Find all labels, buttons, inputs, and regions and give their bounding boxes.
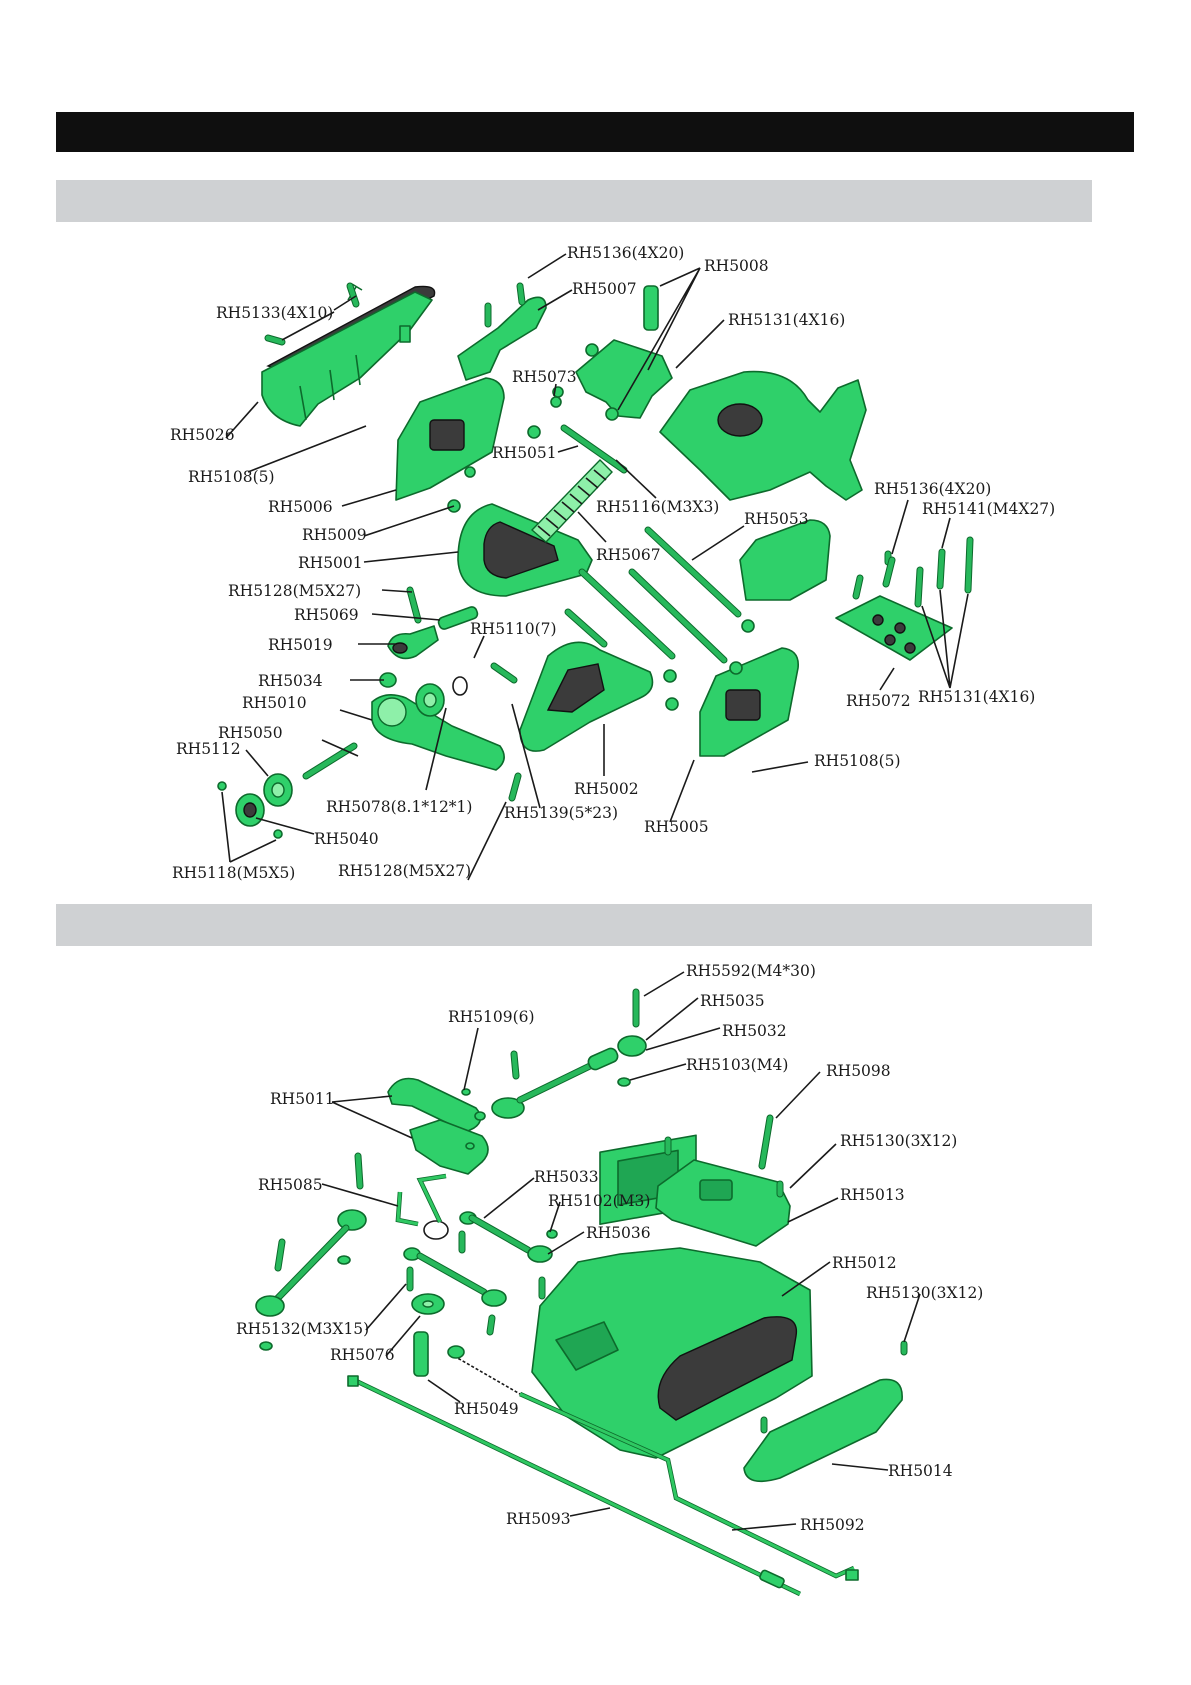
label: RH5093 <box>506 1510 571 1528</box>
part-rh5011-b <box>409 1119 489 1175</box>
label: RH5116(M3X3) <box>596 498 719 516</box>
label: RH5130(3X12) <box>866 1284 983 1302</box>
part-rh5049 <box>413 1331 429 1377</box>
label: RH5051 <box>492 444 557 462</box>
label: RH5110(7) <box>470 620 557 638</box>
screws-diagram1 <box>217 282 974 839</box>
label: RH5085 <box>258 1176 323 1194</box>
part-rh5013 <box>655 1159 791 1247</box>
label: RH5072 <box>846 692 911 710</box>
part-labels-diagram1: RH5136(4X20) RH5008 RH5007 RH5133(4X10) … <box>170 244 1055 882</box>
part-rh5067-spring <box>530 459 613 543</box>
label: RH5092 <box>800 1516 865 1534</box>
label: RH5109(6) <box>448 1008 535 1026</box>
part-rh5072 <box>835 595 953 661</box>
part-rh5014 <box>743 1378 903 1483</box>
screws-diagram2 <box>259 988 908 1434</box>
section-bar-front-suspension <box>56 180 1092 222</box>
label: RH5102(M3) <box>548 1192 650 1210</box>
label: RH5010 <box>242 694 307 712</box>
part-rh5076 <box>411 1293 445 1315</box>
label: RH5136(4X20) <box>874 480 991 498</box>
label: RH5132(M3X15) <box>236 1320 369 1338</box>
label: RH5001 <box>298 554 363 572</box>
label: RH5032 <box>722 1022 787 1040</box>
label: RH5108(5) <box>814 752 901 770</box>
label: RH5034 <box>258 672 323 690</box>
label: RH5128(M5X27) <box>228 582 361 600</box>
label: RH5108(5) <box>188 468 275 486</box>
section-bar-radio-tray <box>56 904 1092 946</box>
label: RH5011 <box>270 1090 335 1108</box>
label: RH5005 <box>644 818 709 836</box>
label: RH5013 <box>840 1186 905 1204</box>
label: RH5035 <box>700 992 765 1010</box>
label: RH5008 <box>704 257 769 275</box>
label: RH5139(5*23) <box>504 804 618 822</box>
header-bar <box>56 112 1134 152</box>
label: RH5069 <box>294 606 359 624</box>
label: RH5131(4X16) <box>728 311 845 329</box>
part-labels-diagram2: RH5592(M4*30) RH5035 RH5109(6) RH5032 RH… <box>236 962 983 1534</box>
part-rh5011-a <box>387 1077 482 1133</box>
label: RH5009 <box>302 526 367 544</box>
label: RH5002 <box>574 780 639 798</box>
label: RH5019 <box>268 636 333 654</box>
label: RH5012 <box>832 1254 897 1272</box>
label: RH5049 <box>454 1400 519 1418</box>
label: RH5136(4X20) <box>567 244 684 262</box>
label: RH5073 <box>512 368 577 386</box>
label: RH5130(3X12) <box>840 1132 957 1150</box>
label: RH5141(M4X27) <box>922 500 1055 518</box>
label: RH5103(M4) <box>686 1056 788 1074</box>
label: RH5053 <box>744 510 809 528</box>
part-rh5007 <box>457 296 547 381</box>
label: RH5133(4X10) <box>216 304 333 322</box>
label: RH5118(M5X5) <box>172 864 295 882</box>
part-rh5012 <box>531 1247 813 1459</box>
label: RH5036 <box>586 1224 651 1242</box>
label: RH5006 <box>268 498 333 516</box>
label: RH5014 <box>888 1462 953 1480</box>
label: RH5040 <box>314 830 379 848</box>
label: RH5067 <box>596 546 661 564</box>
label: RH5592(M4*30) <box>686 962 816 980</box>
part-rh5019 <box>387 625 439 660</box>
part-rh5093-rh5092 <box>347 1355 859 1597</box>
label: RH5076 <box>330 1346 395 1364</box>
label: RH5098 <box>826 1062 891 1080</box>
label: RH5007 <box>572 280 637 298</box>
label: RH5078(8.1*12*1) <box>326 798 472 816</box>
part-rh5131-housing <box>659 370 867 501</box>
label: RH5026 <box>170 426 235 444</box>
leader-lines-diagram1 <box>221 253 969 881</box>
label: RH5128(M5X27) <box>338 862 471 880</box>
label: RH5112 <box>176 740 241 758</box>
label: RH5050 <box>218 724 283 742</box>
label: RH5033 <box>534 1168 599 1186</box>
part-rh5026 <box>261 285 436 427</box>
part-rh5053 <box>739 519 831 601</box>
label: RH5131(4X16) <box>918 688 1035 706</box>
part-rh5069 <box>437 606 479 630</box>
exploded-diagram-front: RH5136(4X20) RH5008 RH5007 RH5133(4X10) … <box>170 244 1055 882</box>
leader-lines-diagram2 <box>321 971 921 1531</box>
